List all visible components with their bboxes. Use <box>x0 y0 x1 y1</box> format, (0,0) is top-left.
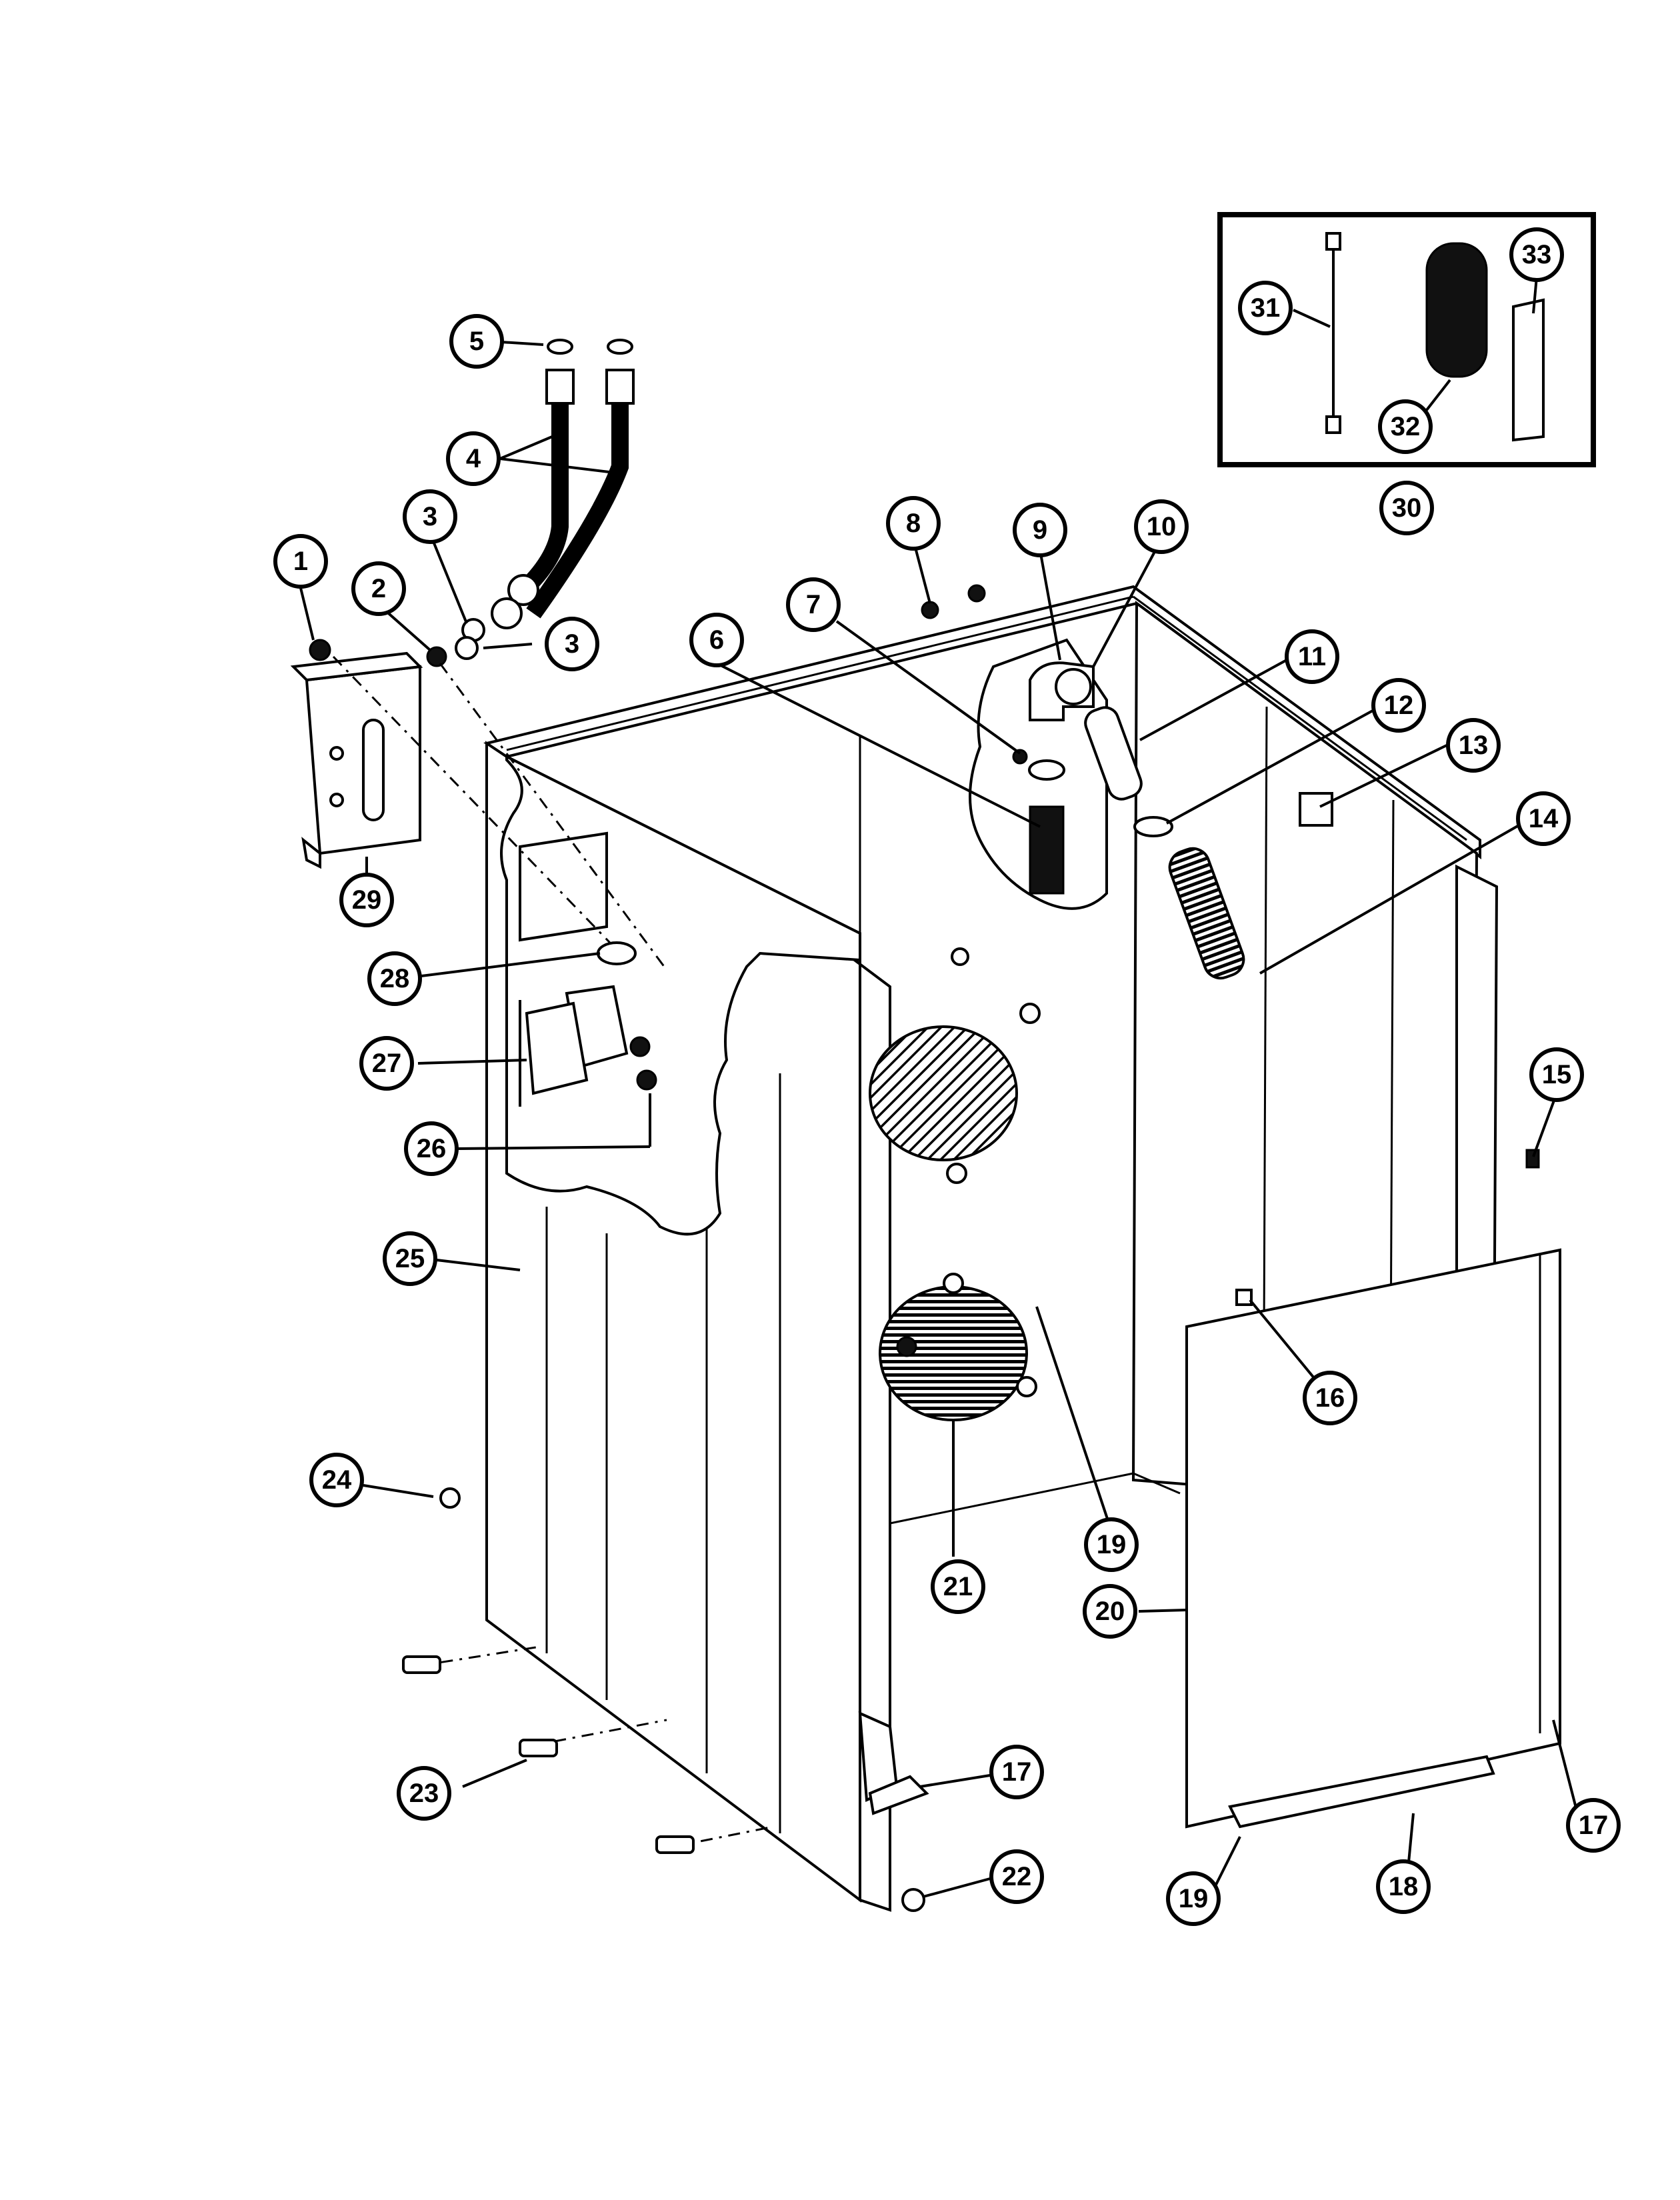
svg-text:29: 29 <box>352 885 382 915</box>
callout-11: 11 <box>1285 629 1339 684</box>
callout-5: 5 <box>449 314 504 369</box>
callout-7: 7 <box>786 577 841 632</box>
leader-lines <box>299 276 1581 1898</box>
svg-text:6: 6 <box>709 625 724 655</box>
callout-19: 19 <box>1166 1871 1221 1926</box>
callout-30: 30 <box>1379 481 1434 535</box>
svg-text:11: 11 <box>1298 642 1326 671</box>
callout-20: 20 <box>1083 1584 1137 1639</box>
callout-3: 3 <box>545 617 599 671</box>
callout-15: 15 <box>1529 1047 1584 1102</box>
callout-1: 1 <box>273 534 328 589</box>
svg-text:10: 10 <box>1147 512 1177 541</box>
callout-26: 26 <box>404 1121 459 1176</box>
svg-text:12: 12 <box>1384 691 1414 720</box>
svg-text:2: 2 <box>371 574 386 603</box>
svg-text:9: 9 <box>1033 515 1047 545</box>
svg-text:3: 3 <box>423 502 437 531</box>
damper-pads <box>869 947 1041 1421</box>
callout-25: 25 <box>383 1231 437 1286</box>
callout-21: 21 <box>931 1559 985 1614</box>
callout-33: 33 <box>1509 227 1564 282</box>
callout-3: 3 <box>403 489 457 544</box>
alignment-lines <box>332 655 774 1848</box>
svg-text:30: 30 <box>1392 493 1422 523</box>
svg-text:17: 17 <box>1002 1757 1032 1787</box>
svg-text:4: 4 <box>466 444 481 473</box>
svg-text:33: 33 <box>1522 240 1552 269</box>
svg-text:17: 17 <box>1579 1811 1609 1840</box>
callout-28: 28 <box>367 951 422 1006</box>
svg-text:23: 23 <box>409 1779 439 1808</box>
svg-text:1: 1 <box>293 547 308 576</box>
svg-text:16: 16 <box>1315 1383 1345 1413</box>
svg-text:5: 5 <box>469 327 484 356</box>
callout-4: 4 <box>446 431 501 486</box>
svg-text:15: 15 <box>1542 1060 1572 1089</box>
water-valve <box>519 941 657 1107</box>
callout-29: 29 <box>339 873 394 927</box>
svg-text:28: 28 <box>380 964 410 993</box>
svg-text:3: 3 <box>565 629 579 659</box>
callout-31: 31 <box>1238 281 1293 335</box>
callout-19: 19 <box>1084 1517 1139 1572</box>
svg-text:13: 13 <box>1459 731 1489 760</box>
svg-text:31: 31 <box>1251 293 1281 323</box>
callout-8: 8 <box>886 496 941 551</box>
callout-6: 6 <box>689 613 744 667</box>
svg-text:19: 19 <box>1097 1530 1127 1559</box>
svg-text:22: 22 <box>1002 1862 1032 1891</box>
svg-text:20: 20 <box>1095 1597 1125 1626</box>
drain-parts <box>921 584 1333 980</box>
svg-text:25: 25 <box>395 1244 425 1273</box>
callout-32: 32 <box>1378 399 1433 454</box>
svg-text:26: 26 <box>417 1134 447 1163</box>
svg-text:21: 21 <box>943 1572 973 1601</box>
callout-10: 10 <box>1134 499 1189 554</box>
svg-text:24: 24 <box>322 1465 352 1495</box>
callout-17: 17 <box>1566 1798 1621 1853</box>
inlet-bracket <box>290 651 423 869</box>
callout-18: 18 <box>1376 1859 1431 1914</box>
svg-text:14: 14 <box>1529 804 1559 833</box>
callout-12: 12 <box>1371 678 1426 733</box>
callout-9: 9 <box>1013 503 1067 557</box>
callout-22: 22 <box>989 1849 1044 1904</box>
svg-text:27: 27 <box>372 1049 402 1078</box>
svg-text:8: 8 <box>906 509 921 538</box>
fill-hoses <box>309 339 635 667</box>
svg-text:19: 19 <box>1179 1884 1209 1913</box>
svg-text:18: 18 <box>1389 1872 1419 1901</box>
callout-13: 13 <box>1446 718 1501 773</box>
callout-27: 27 <box>359 1036 414 1091</box>
callout-16: 16 <box>1303 1371 1357 1425</box>
svg-text:32: 32 <box>1391 412 1421 441</box>
screws <box>402 1487 925 1912</box>
callout-2: 2 <box>351 561 406 616</box>
callout-24: 24 <box>309 1453 364 1507</box>
callout-17: 17 <box>989 1745 1044 1799</box>
svg-text:7: 7 <box>806 590 821 619</box>
front-panel <box>1185 1149 1561 1829</box>
callout-14: 14 <box>1516 791 1571 846</box>
callout-23: 23 <box>397 1766 451 1821</box>
